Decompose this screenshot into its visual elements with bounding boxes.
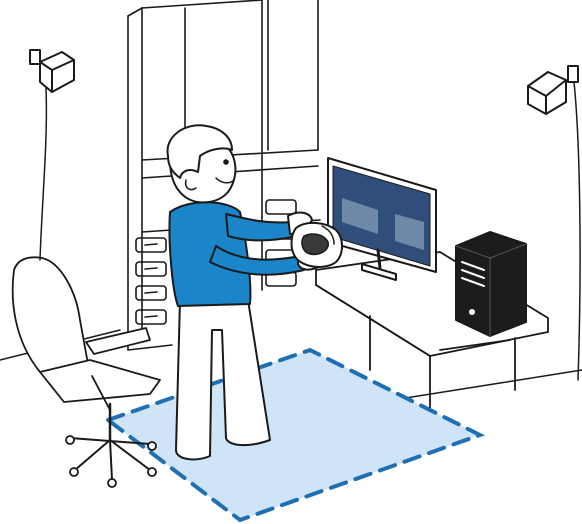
play-area	[108, 350, 480, 520]
base-station-left-icon	[30, 50, 74, 260]
office-chair-icon	[13, 257, 160, 487]
vr-headset-icon	[292, 223, 343, 267]
pc-tower-icon	[456, 232, 526, 336]
